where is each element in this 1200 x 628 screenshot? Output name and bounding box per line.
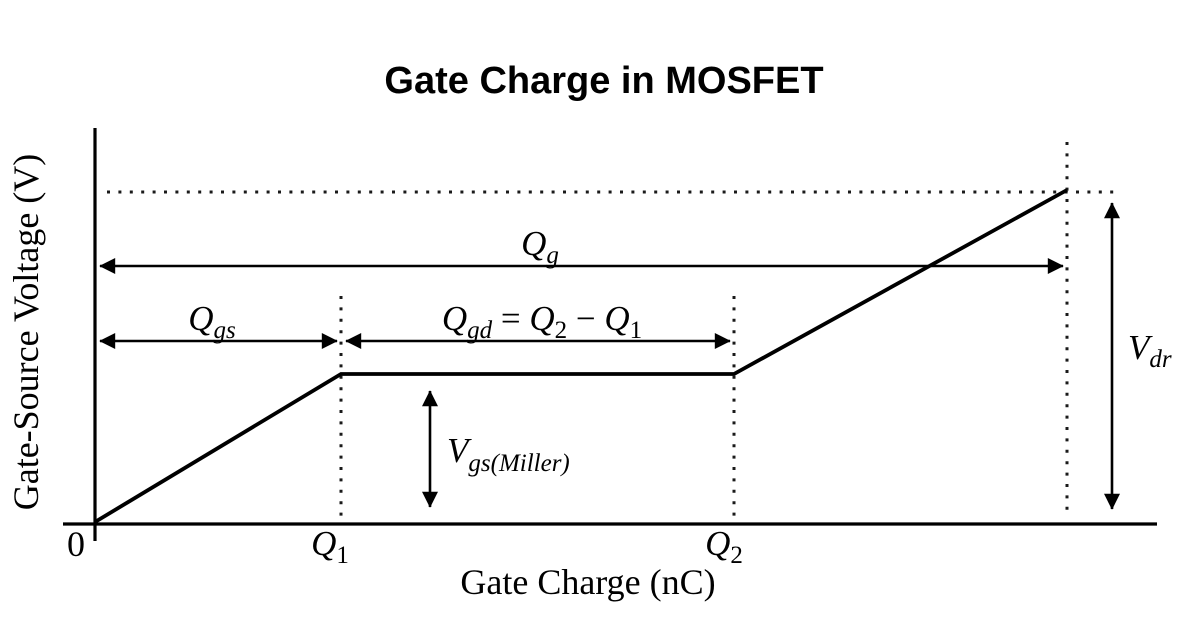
qgd-eq-q1: Q xyxy=(604,299,629,338)
vdr-label: Vdr xyxy=(1128,328,1172,373)
qgd-eq-1-sub: 1 xyxy=(630,317,643,344)
qgs-label-base: Q xyxy=(188,299,213,338)
q1-tick-label: Q1 xyxy=(311,524,349,569)
qgd-eq-minus: − xyxy=(567,299,604,338)
q1-tick-base: Q xyxy=(311,524,336,563)
vgs-miller-label-sub: gs(Miller) xyxy=(468,450,569,477)
qg-label: Qg xyxy=(521,224,559,269)
qgs-label: Qgs xyxy=(188,299,236,344)
vdr-label-base: V xyxy=(1128,328,1153,367)
qg-label-sub: g xyxy=(546,242,559,269)
qgd-equation-label: Qgd = Q2 − Q1 xyxy=(442,299,642,344)
vdr-label-sub: dr xyxy=(1149,346,1172,373)
x-axis-label: Gate Charge (nC) xyxy=(460,562,715,602)
q2-tick-base: Q xyxy=(705,524,730,563)
qgd-eq-q2: Q xyxy=(529,299,554,338)
qgd-eq-q: Q xyxy=(442,299,467,338)
vgs-miller-label-base: V xyxy=(447,431,472,470)
q1-tick-sub: 1 xyxy=(336,542,349,569)
chart-title: Gate Charge in MOSFET xyxy=(384,60,823,102)
origin-tick-label: 0 xyxy=(67,524,85,564)
qgd-eq-gd-sub: gd xyxy=(467,317,493,344)
qgd-eq-2-sub: 2 xyxy=(555,317,568,344)
vgs-miller-label: Vgs(Miller) xyxy=(447,431,570,477)
qgs-label-sub: gs xyxy=(214,317,236,344)
y-axis-label: Gate-Source Voltage (V) xyxy=(6,154,46,511)
qg-label-base: Q xyxy=(521,224,546,263)
gate-charge-curve xyxy=(94,188,1068,524)
q2-tick-label: Q2 xyxy=(705,524,743,569)
qgd-eq-equals: = xyxy=(492,299,529,338)
q2-tick-sub: 2 xyxy=(730,542,743,569)
